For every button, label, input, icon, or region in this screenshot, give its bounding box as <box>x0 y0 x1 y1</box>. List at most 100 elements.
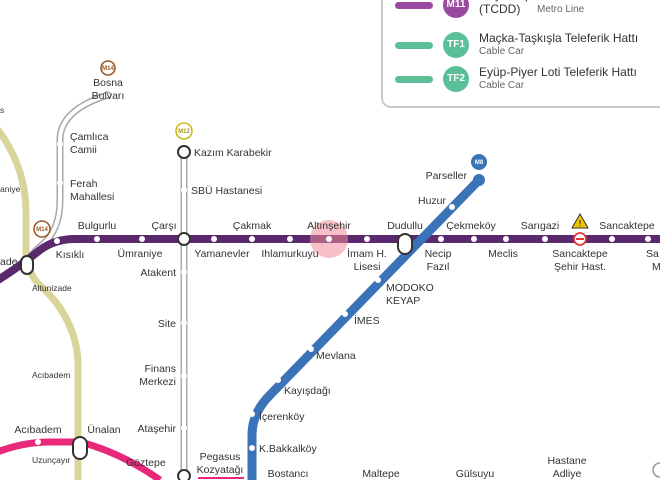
station-dot[interactable] <box>54 238 60 244</box>
station-label-finans-2[interactable]: Merkezi <box>139 376 176 388</box>
station-label-kbakkalkoy[interactable]: K.Bakkalköy <box>259 443 318 455</box>
station-dot[interactable] <box>57 180 63 186</box>
station-dot[interactable] <box>12 194 16 198</box>
station-dot[interactable] <box>449 204 455 210</box>
station-label-bostanci[interactable]: Bostancı <box>268 468 309 480</box>
station-label-kisikli[interactable]: Kısıklı <box>56 249 85 261</box>
station-label-site[interactable]: Site <box>158 318 176 330</box>
station-label-uzuncayir[interactable]: Uzunçayır <box>32 455 70 465</box>
station-label-umraniye[interactable]: Ümraniye <box>118 248 163 260</box>
station-dot[interactable] <box>645 236 651 242</box>
station-dot[interactable] <box>249 236 255 242</box>
station-dot[interactable] <box>181 187 187 193</box>
station-label-icerenkoy[interactable]: İçerenköy <box>259 410 305 423</box>
station-label-hastane[interactable]: Hastane <box>547 455 586 467</box>
station-label-camlica-2[interactable]: Camii <box>70 144 97 156</box>
station-label-gulsuyu[interactable]: Gülsuyu <box>456 468 495 480</box>
interchange-carsi[interactable] <box>177 232 191 246</box>
badge-m12[interactable]: M12 <box>175 122 193 140</box>
station-dot[interactable] <box>181 425 187 431</box>
station-label-pegasus-2[interactable]: Kozyatağı <box>197 464 244 476</box>
station-dot[interactable] <box>326 236 332 242</box>
station-label-bulgurlu[interactable]: Bulgurlu <box>78 220 117 232</box>
station-label-parseller[interactable]: Parseller <box>426 170 468 182</box>
station-label-cut-ade: ade <box>0 256 18 268</box>
station-dot[interactable] <box>35 439 41 445</box>
station-label-hastane-2[interactable]: Adliye <box>553 468 582 480</box>
station-label-ihlamurkuyu[interactable]: Ihlamurkuyu <box>261 248 318 260</box>
station-dot[interactable] <box>609 236 615 242</box>
station-label-ferah[interactable]: Ferah <box>70 178 98 190</box>
station-label-acibadem-m[interactable]: Acıbadem <box>32 370 70 380</box>
station-dot[interactable] <box>308 346 314 352</box>
station-dot[interactable] <box>503 236 509 242</box>
station-dot[interactable] <box>211 236 217 242</box>
station-label-huzur[interactable]: Huzur <box>418 195 447 207</box>
station-dot[interactable] <box>94 236 100 242</box>
station-label-yamanevler[interactable]: Yamanevler <box>194 248 250 260</box>
station-label-sancaktepe-hast-2[interactable]: Şehir Hast. <box>554 261 606 273</box>
badge-m14-mid[interactable]: M14 <box>33 220 51 238</box>
station-label-maltepe[interactable]: Maltepe <box>362 468 400 480</box>
station-dot[interactable] <box>471 236 477 242</box>
station-label-modoko[interactable]: MODOKO <box>386 282 434 294</box>
station-label-bosna[interactable]: Bosna <box>93 77 123 89</box>
station-dot[interactable] <box>249 445 255 451</box>
station-label-finans[interactable]: Finans <box>144 363 176 375</box>
station-label-meclis[interactable]: Meclis <box>488 248 518 260</box>
station-label-kazim[interactable]: Kazım Karabekir <box>194 147 272 159</box>
badge-m8[interactable]: M8 <box>471 154 487 170</box>
station-dot[interactable] <box>275 377 281 383</box>
station-label-altinsehir[interactable]: Altınşehir <box>307 220 351 232</box>
station-label-modoko-2[interactable]: KEYAP <box>386 295 420 307</box>
station-label-atakent[interactable]: Atakent <box>140 267 176 279</box>
station-label-necip-2[interactable]: Fazıl <box>427 261 450 273</box>
station-label-bosna-2[interactable]: Bulvarı <box>92 90 125 102</box>
legend-line-tf1 <box>395 42 433 49</box>
station-dot[interactable] <box>27 368 31 372</box>
station-label-sarigazi[interactable]: Sarıgazi <box>521 220 560 232</box>
station-dot[interactable] <box>542 236 548 242</box>
station-label-cakmak[interactable]: Çakmak <box>233 220 272 232</box>
station-label-mevlana[interactable]: Mevlana <box>316 350 356 362</box>
station-dot[interactable] <box>181 320 187 326</box>
station-label-kayisdagi[interactable]: Kayışdağı <box>284 385 331 397</box>
interchange-m12-bottom[interactable] <box>177 469 191 480</box>
interchange-dudullu[interactable] <box>397 233 413 255</box>
station-label-cekmekoy[interactable]: Çekmeköy <box>446 220 496 232</box>
station-label-acibadem[interactable]: Acıbadem <box>14 424 62 436</box>
m8-terminus[interactable] <box>473 174 485 186</box>
station-label-unalan[interactable]: Ünalan <box>87 424 120 436</box>
station-dot[interactable] <box>287 236 293 242</box>
legend-type-tf1: Cable Car <box>479 46 525 57</box>
station-dot[interactable] <box>181 269 187 275</box>
station-dot[interactable] <box>139 236 145 242</box>
station-label-atasehir[interactable]: Ataşehir <box>137 423 176 435</box>
station-label-imam[interactable]: İmam H. <box>347 247 387 260</box>
station-label-pegasus[interactable]: Pegasus <box>200 451 241 463</box>
station-dot[interactable] <box>181 373 187 379</box>
station-dot[interactable] <box>438 236 444 242</box>
station-dot[interactable] <box>57 141 63 147</box>
station-label-altunizade[interactable]: Altunizade <box>32 283 72 293</box>
interchange-unalan[interactable] <box>72 436 88 460</box>
station-dot[interactable] <box>342 311 348 317</box>
station-dot[interactable] <box>249 411 255 417</box>
badge-m14-top[interactable]: M14 <box>100 60 116 76</box>
station-label-camlica[interactable]: Çamlıca <box>70 131 109 143</box>
station-label-goztepe[interactable]: Göztepe <box>126 457 166 469</box>
station-label-ferah-2[interactable]: Mahallesi <box>70 191 114 203</box>
station-label-dudullu[interactable]: Dudullu <box>387 220 423 232</box>
interchange-kazim-karabekir[interactable] <box>177 145 191 159</box>
station-label-imam-2[interactable]: Lisesi <box>354 261 381 273</box>
station-label-sancaktepe-hast[interactable]: Sancaktepe <box>552 248 608 260</box>
interchange-altunizade[interactable] <box>20 255 34 275</box>
station-label-sbu[interactable]: SBÜ Hastanesi <box>191 185 262 197</box>
station-label-imes[interactable]: İMES <box>354 314 380 327</box>
station-label-carsi[interactable]: Çarşı <box>151 220 176 232</box>
station-dots <box>12 141 651 451</box>
station-dot[interactable] <box>375 277 381 283</box>
station-dot[interactable] <box>364 236 370 242</box>
station-label-necip[interactable]: Necip <box>425 248 452 260</box>
station-label-sancaktepe[interactable]: Sancaktepe <box>599 220 655 232</box>
